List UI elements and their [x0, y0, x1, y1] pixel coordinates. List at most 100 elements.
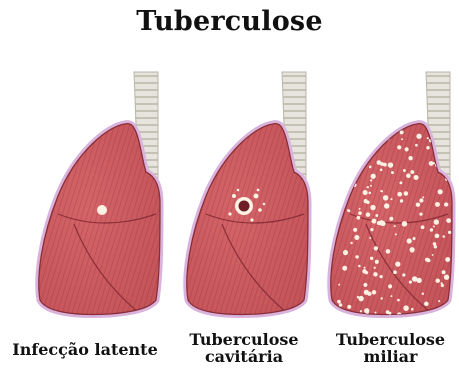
miliary-nodule [395, 233, 397, 235]
miliary-nodule [347, 305, 351, 309]
miliary-nodule [406, 173, 411, 178]
miliary-nodule [353, 228, 357, 232]
miliary-nodule [370, 205, 375, 210]
miliary-nodule [400, 130, 404, 134]
miliary-nodule [366, 310, 369, 313]
miliary-nodule [419, 198, 423, 202]
miliary-nodule [343, 250, 348, 255]
miliary-nodule [344, 161, 347, 164]
miliary-nodule [357, 296, 360, 299]
miliary-nodule [379, 275, 382, 278]
miliary-nodule [412, 237, 415, 240]
miliary-nodule [402, 273, 405, 276]
miliary-nodule [359, 208, 361, 210]
miliary-nodule [409, 247, 414, 252]
miliary-nodule [356, 216, 360, 220]
miliary-nodule [383, 195, 388, 200]
miliary-nodule [393, 270, 397, 274]
miliary-nodule [432, 254, 434, 256]
miliary-nodule [370, 228, 373, 231]
miliary-nodule [397, 145, 401, 149]
miliary-nodule [442, 270, 446, 274]
satellite-lesion [250, 218, 253, 221]
miliary-nodule [346, 181, 348, 183]
miliary-nodule [389, 217, 393, 221]
miliary-nodule [426, 146, 429, 149]
miliary-nodule [397, 192, 402, 197]
miliary-nodule [367, 138, 370, 141]
lung-miliary-tuberculosis [322, 64, 459, 320]
miliary-nodule [380, 169, 383, 172]
miliary-nodule [373, 272, 377, 276]
miliary-nodule [399, 181, 402, 184]
miliary-nodule [412, 276, 418, 282]
caption-cavitary-tuberculosis: Tuberculose cavitária [170, 331, 318, 365]
miliary-nodule [404, 191, 408, 195]
miliary-nodule [391, 171, 394, 174]
miliary-nodule [435, 234, 440, 239]
miliary-nodule [342, 266, 347, 271]
miliary-nodule [448, 231, 451, 234]
miliary-nodule [362, 269, 366, 273]
miliary-nodule [348, 156, 352, 160]
miliary-nodule [388, 284, 392, 288]
miliary-nodule [442, 235, 445, 238]
miliary-nodule [386, 310, 390, 314]
satellite-lesion [257, 189, 260, 192]
miliary-nodule [350, 242, 352, 244]
miliary-nodule [433, 242, 437, 246]
miliary-nodule [339, 195, 341, 197]
miliary-nodule [352, 143, 356, 147]
miliary-nodule [336, 186, 338, 188]
miliary-nodule [354, 235, 359, 240]
miliary-nodule [370, 135, 372, 137]
miliary-nodule [363, 283, 367, 287]
lung-svg [178, 64, 318, 320]
miliary-nodule [358, 265, 361, 268]
miliary-nodule [371, 174, 376, 179]
miliary-nodule [375, 214, 378, 217]
caption-line: cavitária [170, 348, 318, 365]
miliary-nodule [364, 290, 369, 295]
miliary-nodule [444, 275, 449, 280]
miliary-nodule [394, 225, 396, 227]
miliary-nodule [358, 211, 362, 215]
miliary-nodule [388, 162, 393, 167]
miliary-nodule [364, 199, 368, 203]
caption-miliary-tuberculosis: Tuberculose miliar [322, 331, 459, 365]
miliary-nodule [374, 312, 376, 314]
miliary-nodule [441, 282, 443, 284]
miliary-nodule [403, 305, 408, 310]
miliary-nodule [374, 246, 378, 250]
miliary-nodule [427, 137, 429, 139]
miliary-nodule [424, 302, 428, 306]
miliary-nodule [400, 199, 403, 202]
diagram-title: Tuberculose [0, 6, 459, 37]
miliary-nodule [435, 202, 440, 207]
miliary-nodule [447, 310, 449, 312]
miliary-nodule [360, 150, 365, 155]
miliary-nodule [379, 220, 384, 225]
miliary-nodule [419, 212, 422, 215]
miliary-nodule [425, 258, 429, 262]
miliary-nodule [369, 166, 372, 169]
caption-latent-infection: Infecção latente [0, 341, 170, 358]
miliary-nodule [372, 290, 376, 294]
miliary-nodule [390, 198, 392, 200]
miliary-nodule [380, 190, 382, 192]
miliary-nodule [397, 299, 400, 302]
miliary-nodule [405, 147, 409, 151]
miliary-nodule [341, 195, 343, 197]
miliary-nodule [369, 237, 371, 239]
miliary-nodule [444, 202, 448, 206]
miliary-nodule [414, 175, 419, 180]
miliary-nodule [366, 212, 370, 216]
miliary-nodule [434, 245, 437, 248]
miliary-nodule [375, 260, 379, 264]
satellite-lesion [228, 212, 231, 215]
miliary-nodule [416, 202, 420, 206]
miliary-nodule [355, 255, 358, 258]
miliary-nodule [335, 171, 338, 174]
miliary-nodule [337, 193, 340, 196]
miliary-nodule [433, 162, 435, 164]
